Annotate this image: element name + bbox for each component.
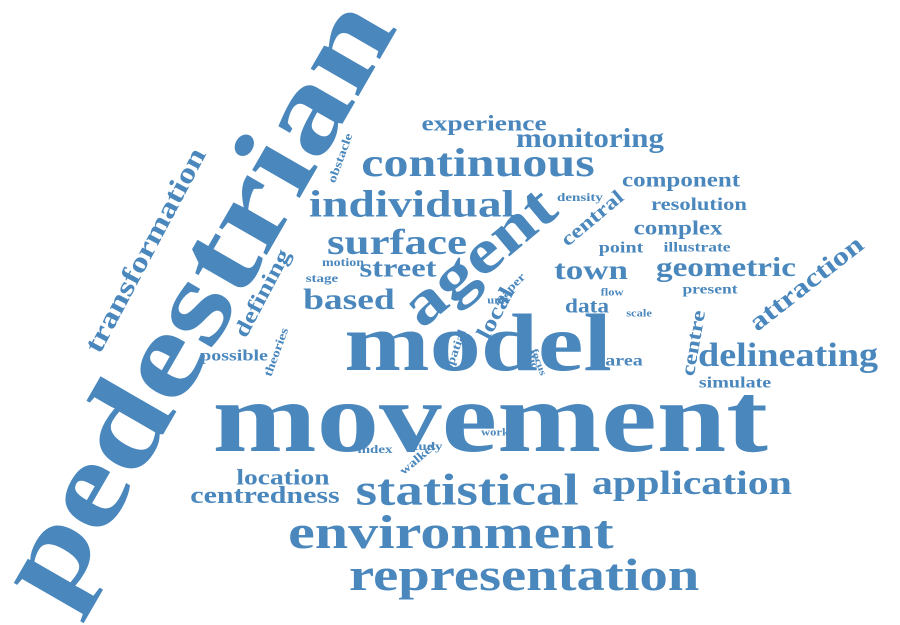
word-delineating: delineating [698, 335, 879, 374]
word-motion: motion [322, 255, 364, 269]
word-continuous: continuous [361, 140, 595, 185]
word-statistical: statistical [355, 465, 579, 515]
word-scale: scale [626, 307, 652, 319]
word-individual: individual [308, 182, 515, 225]
word-town: town [554, 254, 628, 286]
word-stage: stage [305, 271, 339, 285]
word-geometric: geometric [656, 251, 796, 283]
word-area: area [605, 351, 643, 369]
word-location: location [236, 464, 330, 490]
word-street: street [359, 253, 437, 283]
word-possible: possible [200, 346, 268, 364]
word-representation: representation [349, 549, 700, 601]
word-resolution: resolution [651, 193, 747, 214]
word-monitoring: monitoring [516, 122, 664, 154]
word-surface: surface [327, 221, 467, 262]
word-work: work [481, 426, 509, 438]
word-point: point [598, 238, 644, 256]
word-centredness: centredness [190, 481, 340, 509]
word-index: index [357, 442, 393, 456]
word-complex: complex [633, 216, 723, 239]
word-based: based [303, 282, 395, 316]
word-flow: flow [600, 286, 624, 298]
word-density: density [557, 190, 603, 204]
word-data: data [565, 294, 609, 317]
word-movement: movement [212, 362, 768, 473]
word-attraction: attraction [742, 229, 869, 337]
word-experience: experience [421, 110, 547, 136]
word-unit: unit [487, 294, 509, 306]
word-study: study [407, 439, 443, 453]
word-component: component [622, 168, 741, 191]
word-present: present [682, 281, 738, 297]
word-environment: environment [288, 505, 614, 559]
word-simulate: simulate [698, 373, 772, 391]
word-application: application [592, 463, 792, 502]
word-model: model [344, 297, 612, 389]
word-illustrate: illustrate [663, 239, 731, 255]
